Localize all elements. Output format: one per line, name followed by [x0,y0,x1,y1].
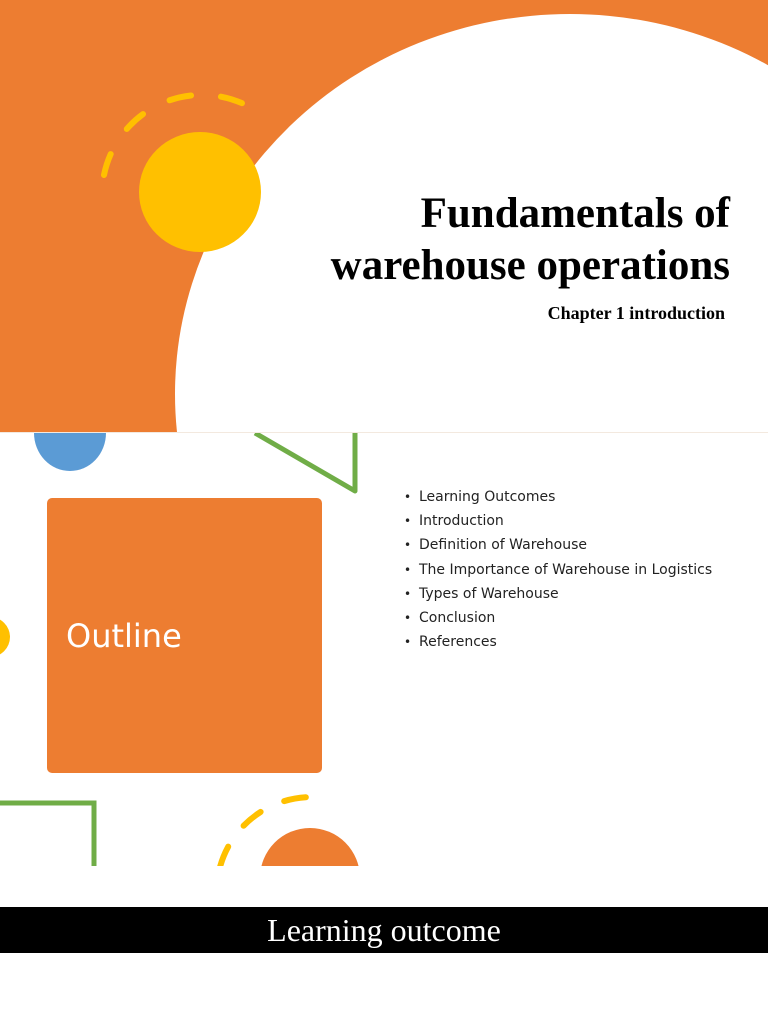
slide-heading: Learning outcome [267,911,501,948]
list-item: •Definition of Warehouse [404,537,587,554]
outline-box: Outline [47,498,322,773]
dashed-arc-decoration [101,91,261,178]
yellow-circle-shape [139,132,261,252]
green-line-decorations [0,433,358,866]
learning-outcome-slide: Learning outcome [0,866,768,1024]
slide-subtitle: Chapter 1 introduction [547,303,725,323]
outline-heading: Outline [66,616,182,655]
list-item: •References [404,634,497,651]
list-item: •Learning Outcomes [404,489,556,505]
title-slide: Fundamentals of warehouse operations Cha… [0,0,768,432]
yellow-circle-shape [0,617,10,657]
list-item: •Conclusion [404,610,496,627]
heading-band: Learning outcome [0,907,768,953]
list-item: •Introduction [404,513,504,530]
outline-list: •Learning Outcomes •Introduction •Defini… [404,485,712,654]
list-item: •Types of Warehouse [404,585,559,602]
outline-slide: Outline •Learning Outcomes •Introduction… [0,432,768,866]
list-item: •The Importance of Warehouse in Logistic… [404,561,713,578]
slide-title: Fundamentals of warehouse operations [330,190,730,289]
